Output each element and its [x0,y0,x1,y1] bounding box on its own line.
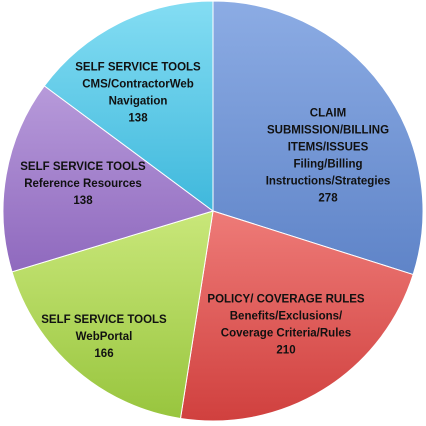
slice-label-line: Coverage Criteria/Rules [221,328,351,340]
slice-label-line: CLAIM [310,108,346,120]
slice-label-2: SELF SERVICE TOOLS WebPortal 166 [41,314,167,360]
slice-value-3: 138 [73,195,93,207]
slice-label-line: Filing/Billing [294,159,363,171]
pie-slice-0 [212,0,424,276]
slice-label-line: Instructions/Strategies [266,176,391,188]
slice-label-line: Navigation [109,96,168,108]
slice-label-0: CLAIM SUBMISSION/BILLING ITEMS/ISSUES Filin… [266,108,391,205]
slice-label-line: SELF SERVICE TOOLS [20,161,146,173]
pie-slice-1 [179,210,414,422]
slice-label-line: WebPortal [76,331,133,343]
slice-label-line: SELF SERVICE TOOLS [75,62,201,74]
slice-label-line: POLICY/ COVERAGE RULES [207,294,365,306]
slice-label-line: SELF SERVICE TOOLS [41,314,167,326]
slice-value-0: 278 [318,193,338,205]
slice-label-line: Reference Resources [24,178,142,190]
slice-value-1: 210 [276,345,295,357]
slice-label-line: ITEMS/ISSUES [288,142,369,154]
slice-value-4: 138 [128,113,148,125]
pie-labels: CLAIM SUBMISSION/BILLING ITEMS/ISSUES Filin… [20,62,390,361]
pie-slice-4 [43,0,214,212]
slice-label-3: SELF SERVICE TOOLS Reference Resources 138 [20,161,146,207]
slice-label-line: Benefits/Exclusions/ [230,311,343,323]
slice-label-line: SUBMISSION/BILLING [267,125,389,137]
pie-slice-2 [11,210,214,420]
slice-label-1: POLICY/ COVERAGE RULES Benefits/Exclusion… [207,294,365,357]
slice-label-line: CMS/ContractorWeb [82,79,194,91]
pie-slice-3 [2,85,215,273]
slice-value-2: 166 [94,348,113,360]
